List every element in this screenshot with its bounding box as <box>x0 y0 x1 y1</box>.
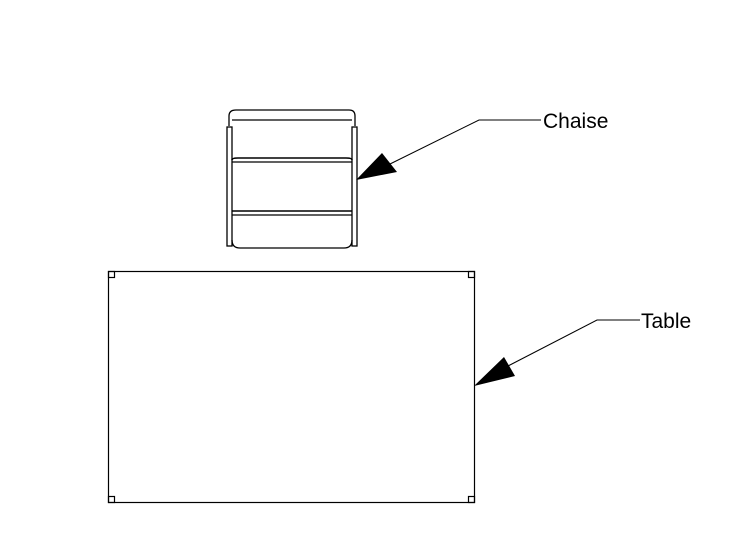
chaise-back <box>228 109 356 126</box>
leader-line <box>389 119 541 165</box>
table-corner <box>107 270 116 279</box>
chaise-right-rail <box>351 126 358 247</box>
chaise-label: Chaise <box>543 110 608 133</box>
chaise-left-rail <box>226 126 233 247</box>
table <box>107 270 476 504</box>
table-corner <box>107 495 116 504</box>
leader-line <box>507 319 640 367</box>
chaise-cushion-line <box>231 157 353 161</box>
table-corner <box>467 495 476 504</box>
table-corner <box>467 270 476 279</box>
arrowhead-icon <box>356 153 397 180</box>
chaise-leader: Chaise <box>356 110 608 180</box>
table-label: Table <box>641 310 691 333</box>
arrowhead-icon <box>474 357 515 386</box>
chaise-front <box>231 239 353 249</box>
chaise <box>226 109 358 249</box>
table-leader: Table <box>474 310 691 386</box>
table-outline <box>107 270 476 504</box>
